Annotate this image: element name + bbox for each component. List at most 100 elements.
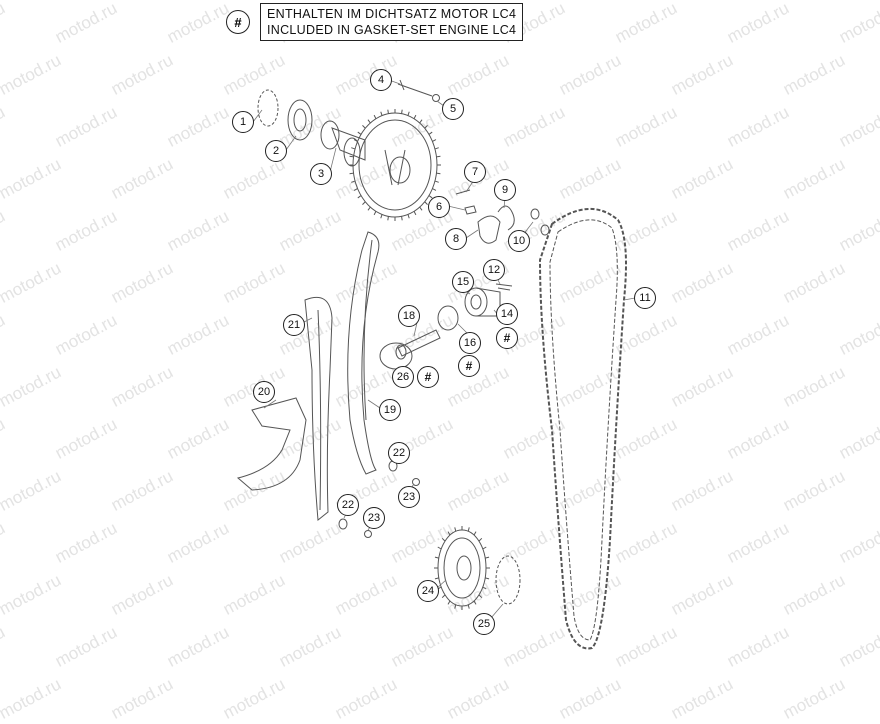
watermark-text: motod.ru xyxy=(556,674,625,723)
callout-8[interactable]: 8 xyxy=(445,228,467,250)
part-7-bolt xyxy=(455,189,471,195)
cam-sprocket-tooth xyxy=(428,131,433,135)
crank-sprocket-tooth xyxy=(454,604,457,609)
callout-21[interactable]: 21 xyxy=(283,314,305,336)
cam-sprocket-tooth xyxy=(353,188,358,191)
callout-22-lower[interactable]: 22 xyxy=(337,494,359,516)
cam-sprocket-tooth xyxy=(351,147,356,150)
cam-sprocket-tooth xyxy=(419,206,423,211)
cam-sprocket-tooth xyxy=(401,216,403,221)
callout-5[interactable]: 5 xyxy=(442,98,464,120)
watermark-text: motod.ru xyxy=(0,674,65,723)
part-19-guide-rail xyxy=(347,231,380,475)
crank-sprocket-tooth xyxy=(482,546,487,550)
part-26-o-ring xyxy=(379,342,413,370)
part-18-tensioner-piston xyxy=(395,329,441,360)
part-23-nut-a xyxy=(412,478,420,486)
callout-7[interactable]: 7 xyxy=(464,161,486,183)
crank-sprocket-tooth xyxy=(478,594,483,599)
callout-6[interactable]: 6 xyxy=(428,196,450,218)
callout-26-gasket-mark[interactable]: # xyxy=(417,366,439,388)
watermark-text: motod.ru xyxy=(332,674,401,723)
legend-text-box: ENTHALTEN IM DICHTSATZ MOTOR LC4 INCLUDE… xyxy=(260,3,524,41)
crank-sprocket-tooth xyxy=(467,604,470,609)
callout-20[interactable]: 20 xyxy=(253,381,275,403)
crank-sprocket-tooth xyxy=(473,531,477,536)
part-12-bolt xyxy=(495,283,513,291)
callout-4[interactable]: 4 xyxy=(370,69,392,91)
crank-sprocket-tooth xyxy=(467,527,470,532)
cam-sprocket-tooth xyxy=(387,109,389,114)
callout-1[interactable]: 1 xyxy=(232,111,254,133)
cam-sprocket-tooth xyxy=(413,211,417,216)
cam-sprocket-tooth xyxy=(387,216,389,221)
legend-line-en: INCLUDED IN GASKET-SET ENGINE LC4 xyxy=(267,23,517,37)
watermark-text: motod.ru xyxy=(780,674,849,723)
callout-16[interactable]: 16 xyxy=(459,332,481,354)
cam-sprocket-tooth xyxy=(380,111,383,116)
part-1-shim xyxy=(257,89,279,127)
callout-3[interactable]: 3 xyxy=(310,163,332,185)
legend-line-de: ENTHALTEN IM DICHTSATZ MOTOR LC4 xyxy=(267,7,517,21)
part-3-hub xyxy=(320,120,366,167)
cam-sprocket-tooth xyxy=(362,125,366,129)
callout-12[interactable]: 12 xyxy=(483,259,505,281)
crank-sprocket-tooth xyxy=(485,577,490,580)
callout-10[interactable]: 10 xyxy=(508,230,530,252)
legend-symbol: # xyxy=(226,10,250,34)
cam-sprocket-tooth xyxy=(373,114,377,119)
part-5-nut xyxy=(432,94,440,102)
crank-sprocket-tooth xyxy=(434,577,439,580)
cam-sprocket-tooth xyxy=(419,119,423,124)
crank-sprocket-tooth xyxy=(447,600,451,605)
callout-18[interactable]: 18 xyxy=(398,305,420,327)
callout-16-gasket-mark[interactable]: # xyxy=(458,355,480,377)
callout-25[interactable]: 25 xyxy=(473,613,495,635)
crank-sprocket-tooth xyxy=(434,556,439,559)
callout-15[interactable]: 15 xyxy=(452,271,474,293)
part-4-screw xyxy=(397,79,433,97)
crank-sprocket-tooth xyxy=(441,594,446,599)
watermark-text: motod.ru xyxy=(668,674,737,723)
callout-19[interactable]: 19 xyxy=(379,399,401,421)
part-16-gasket xyxy=(437,305,459,331)
cam-sprocket-tooth xyxy=(434,147,439,150)
crank-sprocket-tooth xyxy=(478,537,483,542)
callout-26[interactable]: 26 xyxy=(392,366,414,388)
cam-sprocket-tooth xyxy=(367,206,371,211)
cam-sprocket-tooth xyxy=(373,211,377,216)
watermark-text: motod.ru xyxy=(108,674,177,723)
part-15-tensioner-housing xyxy=(464,287,501,317)
cam-sprocket-tooth xyxy=(357,131,362,135)
crank-sprocket-tooth xyxy=(485,556,490,559)
callout-23-lower[interactable]: 23 xyxy=(363,507,385,529)
callout-22-upper[interactable]: 22 xyxy=(388,442,410,464)
cam-sprocket-tooth xyxy=(351,180,356,183)
cam-sprocket-tooth xyxy=(424,125,428,129)
part-6-pin xyxy=(464,205,477,215)
crank-sprocket-tooth xyxy=(447,531,451,536)
parts-drawing xyxy=(236,79,636,650)
cam-sprocket-tooth xyxy=(357,195,362,199)
callout-14-gasket-mark[interactable]: # xyxy=(496,327,518,349)
part-11-timing-chain xyxy=(538,207,627,650)
callout-24[interactable]: 24 xyxy=(417,580,439,602)
callout-9[interactable]: 9 xyxy=(494,179,516,201)
part-21-tensioner-rail xyxy=(304,296,333,521)
part-24-crankshaft-sprocket xyxy=(437,529,487,607)
part-23-nut-b xyxy=(364,530,372,538)
part-20-guide-bracket xyxy=(236,397,307,491)
part-9-spring xyxy=(497,205,515,231)
part-8-lever xyxy=(477,215,501,244)
callout-23-upper[interactable]: 23 xyxy=(398,486,420,508)
watermark-text: motod.ru xyxy=(444,674,513,723)
cam-sprocket-tooth xyxy=(362,201,366,205)
callout-2[interactable]: 2 xyxy=(265,140,287,162)
cam-sprocket-tooth xyxy=(434,180,439,183)
cam-sprocket-tooth xyxy=(401,109,403,114)
callout-14[interactable]: 14 xyxy=(496,303,518,325)
part-10-bearing xyxy=(530,208,550,236)
callout-11[interactable]: 11 xyxy=(634,287,656,309)
cam-sprocket-tooth xyxy=(367,119,371,124)
